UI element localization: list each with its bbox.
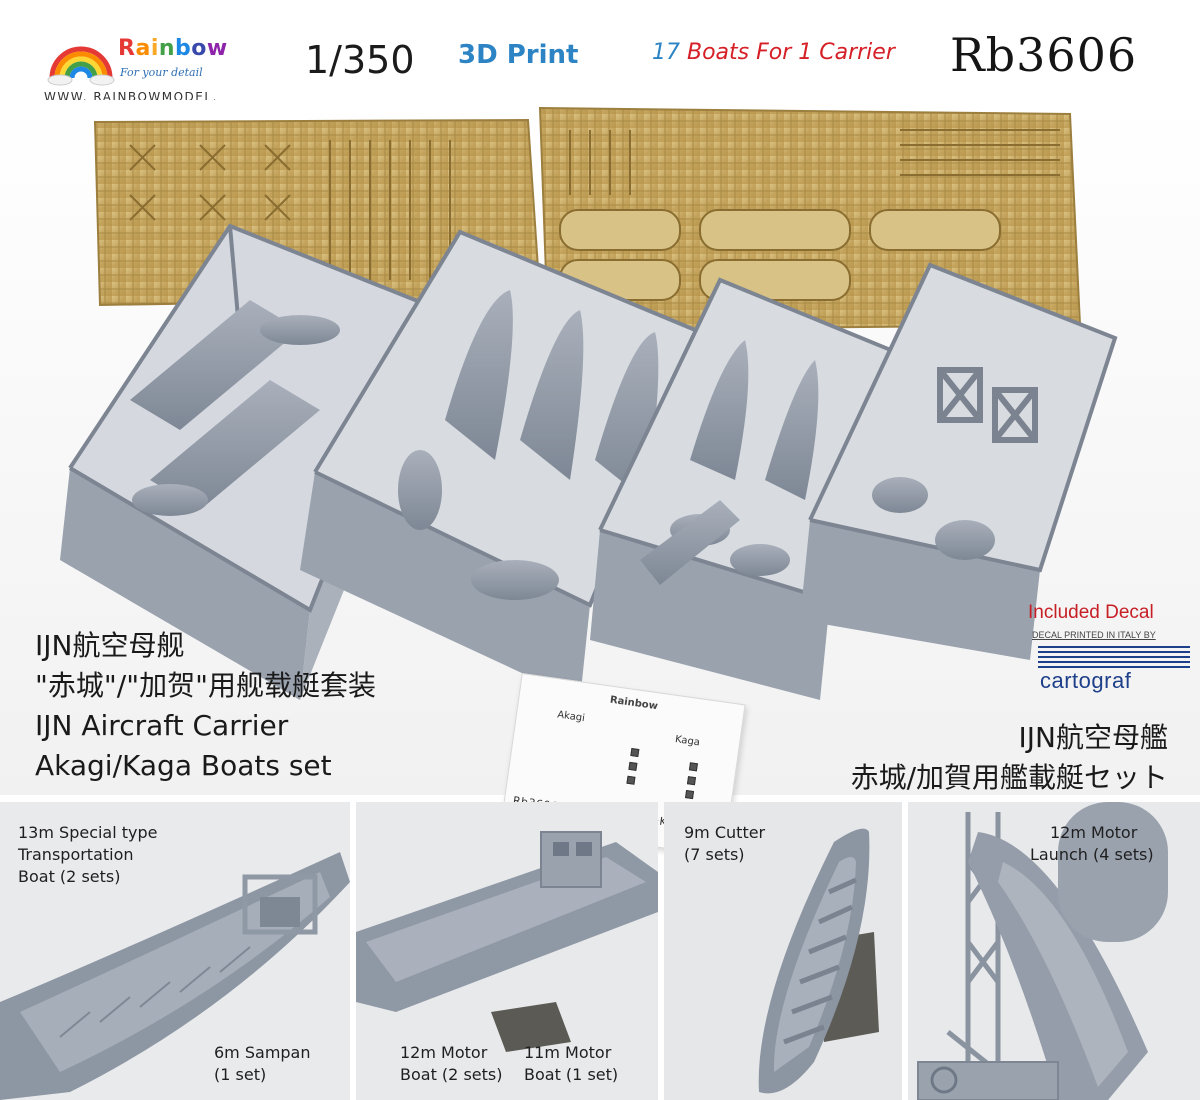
label-6m-sampan-l2: (1 set) [214, 1065, 267, 1084]
title-jp-line2: 赤城/加賀用艦載艇セット [850, 761, 1168, 794]
panel-motor-launch: 12m Motor Launch (4 sets) [908, 802, 1200, 1100]
hero-illustration [0, 100, 1200, 795]
hero-product-photo: Rainbow Akagi Kaga Rb3606 Boats of AKAGI… [0, 100, 1200, 857]
label-13m-transport-l3: Boat (2 sets) [18, 867, 121, 886]
panel-cutter: 9m Cutter (7 sets) [664, 802, 902, 1100]
rainbow-arc-icon [47, 46, 115, 86]
print-type-label: 3D Print [458, 40, 579, 70]
label-12m-motor-boat-l2: Boat (2 sets) [400, 1065, 503, 1084]
label-9m-cutter-l2: (7 sets) [684, 845, 745, 864]
cartograf-logo: cartograf [1040, 668, 1132, 693]
decal-printed-by: DECAL PRINTED IN ITALY BY [1032, 630, 1156, 640]
title-cn-line1: IJN航空母舰 [35, 629, 185, 662]
decal-mark [685, 790, 695, 800]
scale-label: 1/350 [305, 38, 415, 82]
label-6m-sampan-l1: 6m Sampan [214, 1043, 311, 1062]
title-jp-line1: IJN航空母艦 [1018, 721, 1168, 754]
brand-logo: Rainbow For your detail WWW. RAINBOWMODE… [40, 30, 240, 118]
decal-kaga-label: Kaga [674, 734, 701, 749]
transport-boat-illustration [0, 802, 350, 1100]
resin-cage-4 [800, 262, 1118, 660]
decal-mark [688, 762, 698, 772]
boats-text: Boats For 1 Carrier [680, 40, 895, 65]
decal-akagi-label: Akagi [556, 709, 586, 725]
title-en-line2: Akagi/Kaga Boats set [35, 749, 332, 782]
label-13m-transport-l2: Transportation [18, 845, 134, 864]
panel-transport-boat: 13m Special type Transportation Boat (2 … [0, 802, 350, 1100]
title-cn-line2: "赤城"/"加贺"用舰载艇套装 [35, 669, 376, 702]
brand-name: Rainbow [118, 36, 228, 61]
boats-count-label: 17 Boats For 1 Carrier [652, 40, 895, 65]
product-code: Rb3606 [950, 28, 1138, 82]
decal-mark [630, 748, 640, 758]
motor-boat-illustration [356, 802, 658, 1100]
cutter-illustration [664, 802, 902, 1100]
cartograf-logo-lines [1038, 646, 1190, 668]
decal-brand: Rainbow [609, 694, 659, 713]
title-left: IJN航空母舰 "赤城"/"加贺"用舰载艇套装 IJN Aircraft Car… [35, 626, 376, 786]
decal-mark [626, 775, 636, 785]
label-12m-motor-boat-l1: 12m Motor [400, 1043, 488, 1062]
motor-launch-illustration [908, 802, 1200, 1100]
label-12m-motor-launch-l1: 12m Motor [1050, 823, 1138, 842]
label-12m-motor-launch-l2: Launch (4 sets) [1030, 845, 1154, 864]
brand-tagline: For your detail [120, 66, 203, 79]
resin-cage-2 [300, 229, 703, 700]
title-en-line1: IJN Aircraft Carrier [35, 709, 289, 742]
decal-mark [628, 761, 638, 771]
label-11m-motor-boat-l2: Boat (1 set) [524, 1065, 619, 1084]
title-right: IJN航空母艦 赤城/加賀用艦載艇セット [851, 718, 1168, 798]
decal-mark [686, 776, 697, 786]
label-13m-transport-l1: 13m Special type [18, 823, 158, 842]
label-11m-motor-boat-l1: 11m Motor [524, 1043, 612, 1062]
label-9m-cutter-l1: 9m Cutter [684, 823, 766, 842]
panel-motor-boat: 12m Motor Boat (2 sets) 11m Motor Boat (… [356, 802, 658, 1100]
included-decal-label: Included Decal [1028, 602, 1154, 623]
boats-count: 17 [652, 40, 680, 65]
